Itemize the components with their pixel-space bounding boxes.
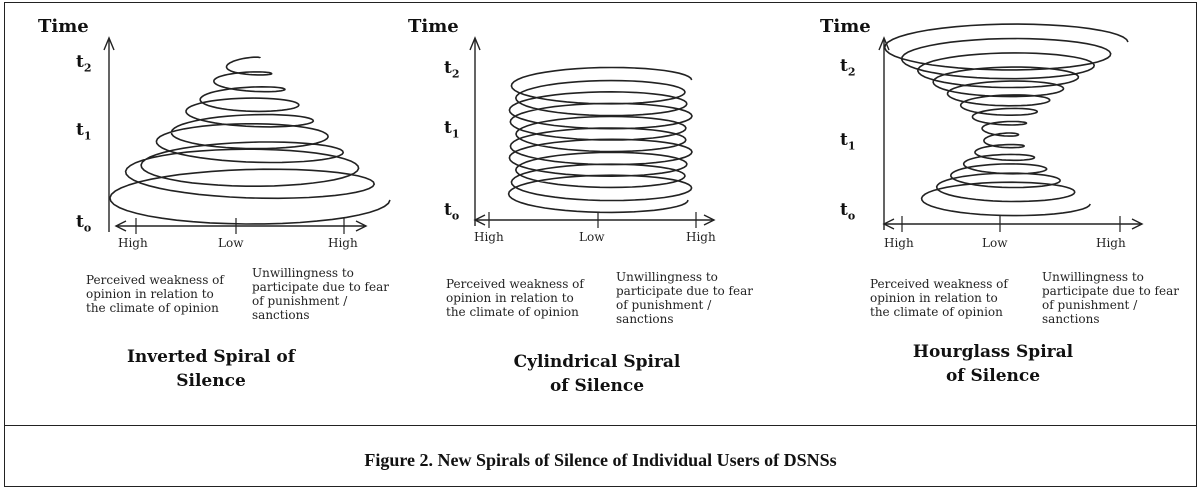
x-axis-arrow-left	[114, 220, 127, 232]
x-label-low: Low	[579, 230, 605, 244]
inverted-spiral-curve	[109, 56, 391, 225]
x-axis-arrow-left	[473, 214, 486, 226]
panel-cylindrical-spiral: Time t2 t1 to High Low High Perceived we…	[402, 0, 792, 425]
inverted-spiral-drawing	[103, 36, 391, 234]
x-label-high-left: High	[474, 230, 504, 244]
time-label: Time	[820, 16, 871, 37]
caption-divider	[4, 425, 1197, 426]
cylindrical-spiral-curve	[507, 66, 693, 214]
x-label-high-left: High	[884, 236, 914, 250]
tick-t2: t2	[840, 56, 856, 79]
x-label-low: Low	[218, 236, 244, 250]
x-label-high-right: High	[1096, 236, 1126, 250]
x-axis-arrow-right	[703, 214, 716, 226]
time-axis-arrow	[878, 36, 890, 51]
tick-t1: t1	[76, 120, 92, 143]
x-label-high-right: High	[328, 236, 358, 250]
figure-caption: Figure 2. New Spirals of Silence of Indi…	[364, 450, 837, 470]
tick-t1: t1	[840, 130, 856, 153]
cylindrical-spiral-drawing	[469, 36, 716, 228]
panel-inverted-spiral: Time t2 t1 to High Low High Perceived we…	[10, 0, 400, 425]
hourglass-spiral-curve	[883, 23, 1129, 217]
panel-hourglass-spiral: Time t2 t1 to High Low High Perceived we…	[806, 0, 1196, 425]
time-axis-arrow	[469, 36, 481, 51]
x-label-high-left: High	[118, 236, 148, 250]
x-axis-arrow-right	[355, 220, 368, 232]
tick-t0: to	[840, 200, 856, 223]
time-label: Time	[408, 16, 459, 37]
tick-t1: t1	[444, 118, 460, 141]
figure-frame	[4, 2, 1197, 487]
x-axis-arrow-right	[1131, 218, 1144, 230]
x-axis-arrow-left	[882, 218, 895, 230]
tick-t0: to	[76, 212, 92, 235]
x-label-high-right: High	[686, 230, 716, 244]
hourglass-spiral-drawing	[878, 23, 1144, 232]
tick-t2: t2	[76, 52, 92, 75]
time-axis-arrow	[103, 36, 115, 51]
tick-t0: to	[444, 200, 460, 223]
x-label-low: Low	[982, 236, 1008, 250]
time-label: Time	[38, 16, 89, 37]
tick-t2: t2	[444, 58, 460, 81]
